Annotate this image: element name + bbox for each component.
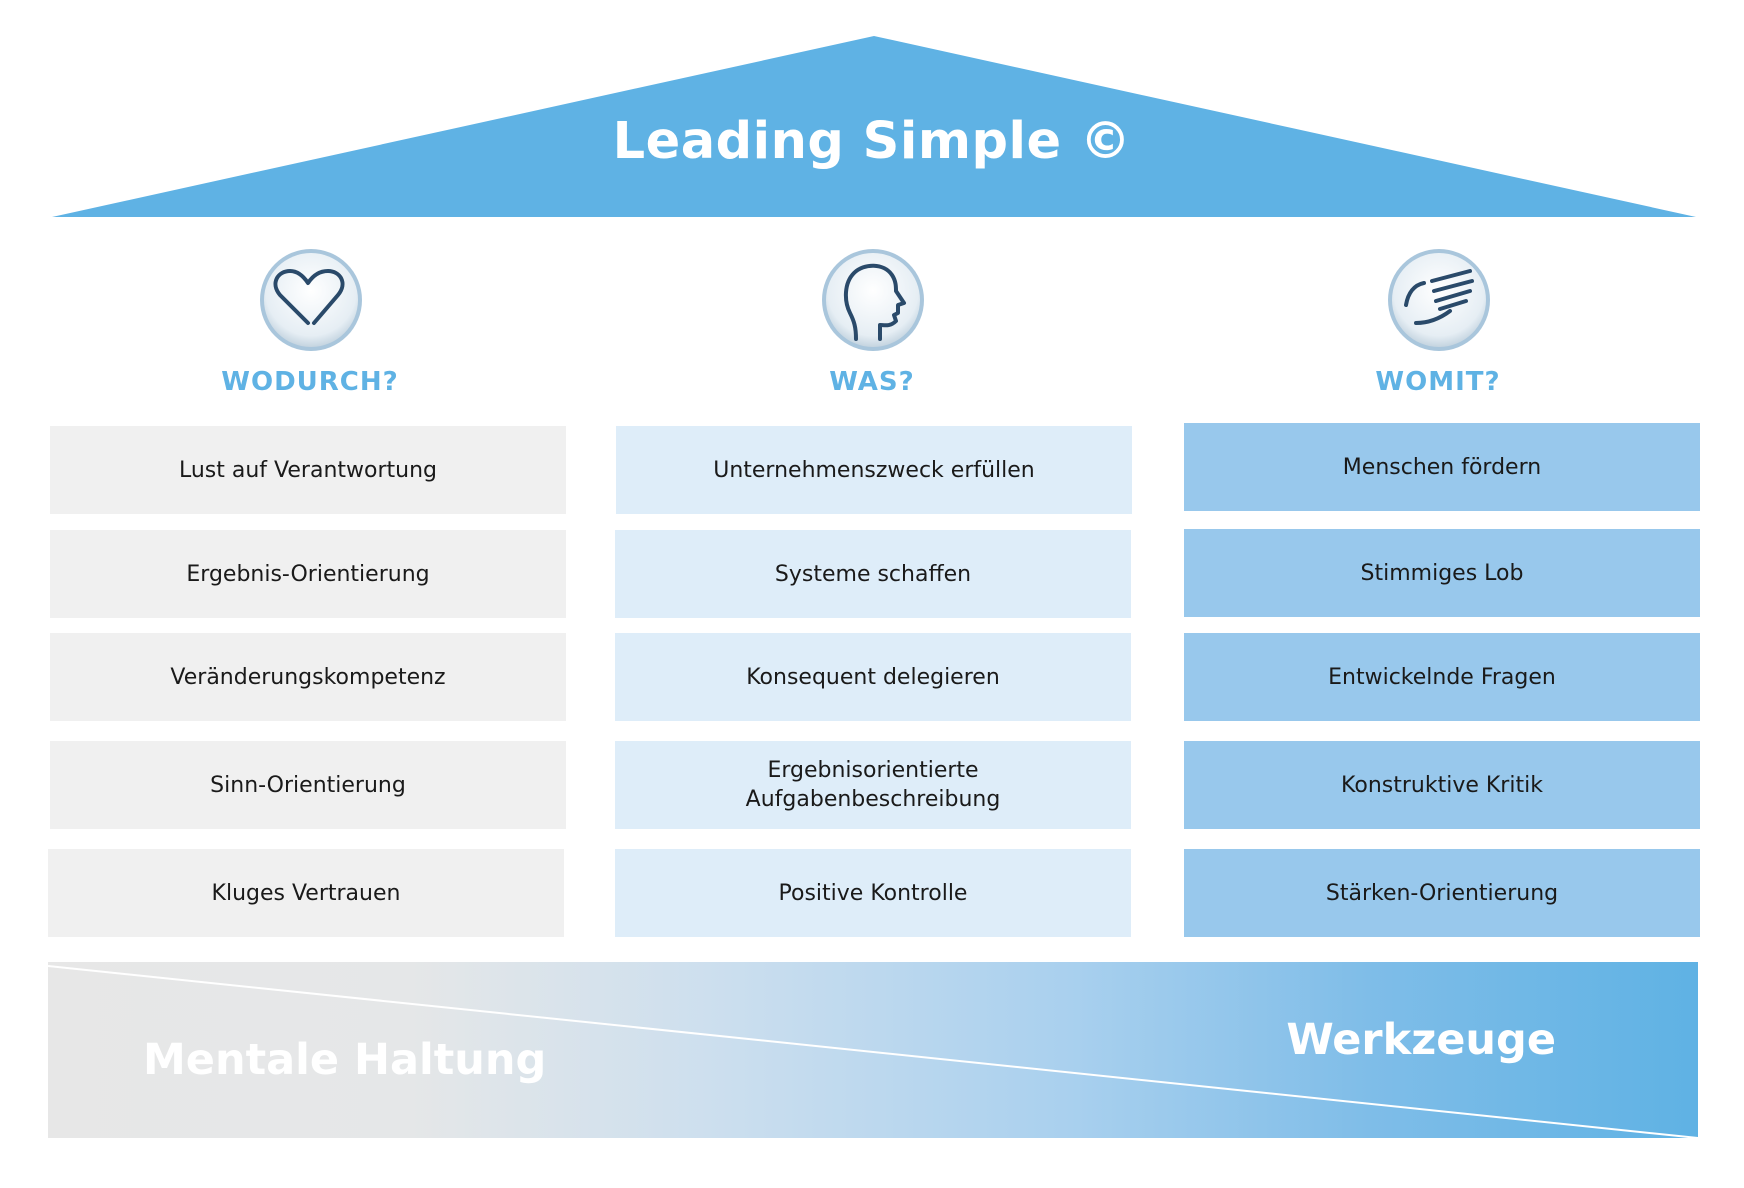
- wodurch-item: Lust auf Verantwortung: [50, 426, 566, 514]
- column-heading-was: WAS?: [829, 367, 915, 397]
- column-heading-wodurch: WODURCH?: [221, 367, 399, 397]
- was-item: Positive Kontrolle: [615, 849, 1131, 937]
- was-item: Systeme schaffen: [615, 530, 1131, 618]
- wodurch-item: Ergebnis-Orientierung: [50, 530, 566, 618]
- roof-triangle: [52, 36, 1696, 217]
- womit-item: Stärken-Orientierung: [1184, 849, 1700, 937]
- foundation-base: Mentale Haltung Werkzeuge: [48, 962, 1698, 1138]
- was-item: Konsequent delegieren: [615, 633, 1131, 721]
- diagonal-divider: [48, 965, 1698, 1138]
- column-heading-womit: WOMIT?: [1375, 367, 1501, 397]
- womit-item: Konstruktive Kritik: [1184, 741, 1700, 829]
- was-item: Unternehmenszweck erfüllen: [616, 426, 1132, 514]
- wodurch-item: Kluges Vertrauen: [48, 849, 564, 937]
- heart-icon: [260, 249, 362, 351]
- page-title: Leading Simple ©: [612, 112, 1132, 171]
- hand-icon: [1388, 249, 1490, 351]
- womit-item: Menschen fördern: [1184, 423, 1700, 511]
- base-label-mentale-haltung: Mentale Haltung: [143, 1035, 547, 1085]
- womit-item: Entwickelnde Fragen: [1184, 633, 1700, 721]
- wodurch-item: Veränderungskompetenz: [50, 633, 566, 721]
- wodurch-item: Sinn-Orientierung: [50, 741, 566, 829]
- head-profile-icon: [822, 249, 924, 351]
- base-label-werkzeuge: Werkzeuge: [1286, 1015, 1556, 1065]
- was-item: Ergebnisorientierte Aufgabenbeschreibung: [615, 741, 1131, 829]
- womit-item: Stimmiges Lob: [1184, 529, 1700, 617]
